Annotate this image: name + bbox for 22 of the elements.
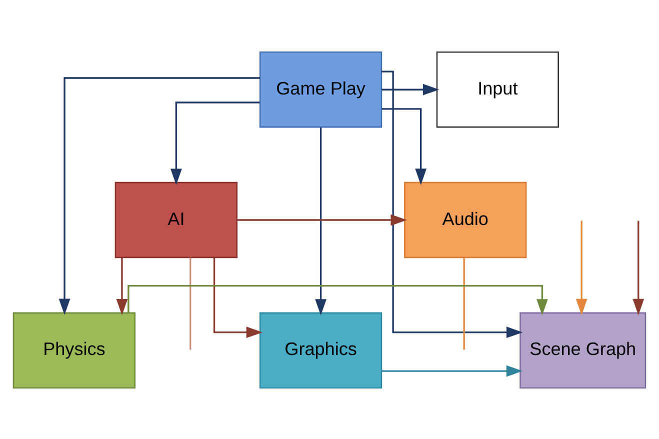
node-box: Input	[436, 51, 559, 128]
node-box: Scene Graph	[520, 312, 646, 388]
connector	[463, 257, 465, 350]
arrow	[382, 83, 440, 95]
node-box: Audio	[404, 181, 527, 258]
node-box: Physics	[12, 312, 136, 388]
arrow	[58, 76, 260, 315]
node-box: Graphics	[259, 312, 382, 388]
node-box: AI	[114, 181, 238, 258]
arrow	[237, 214, 408, 226]
arrow	[632, 220, 644, 315]
connector	[190, 257, 192, 350]
arrow	[315, 127, 326, 315]
arrow	[213, 258, 263, 338]
arrow	[382, 108, 427, 184]
arrow	[382, 364, 523, 376]
arrow	[576, 220, 588, 315]
arrow	[128, 284, 548, 315]
arrow	[116, 257, 128, 315]
arrow	[170, 101, 260, 185]
node-box: Game Play	[259, 51, 382, 128]
arrow	[381, 70, 523, 338]
